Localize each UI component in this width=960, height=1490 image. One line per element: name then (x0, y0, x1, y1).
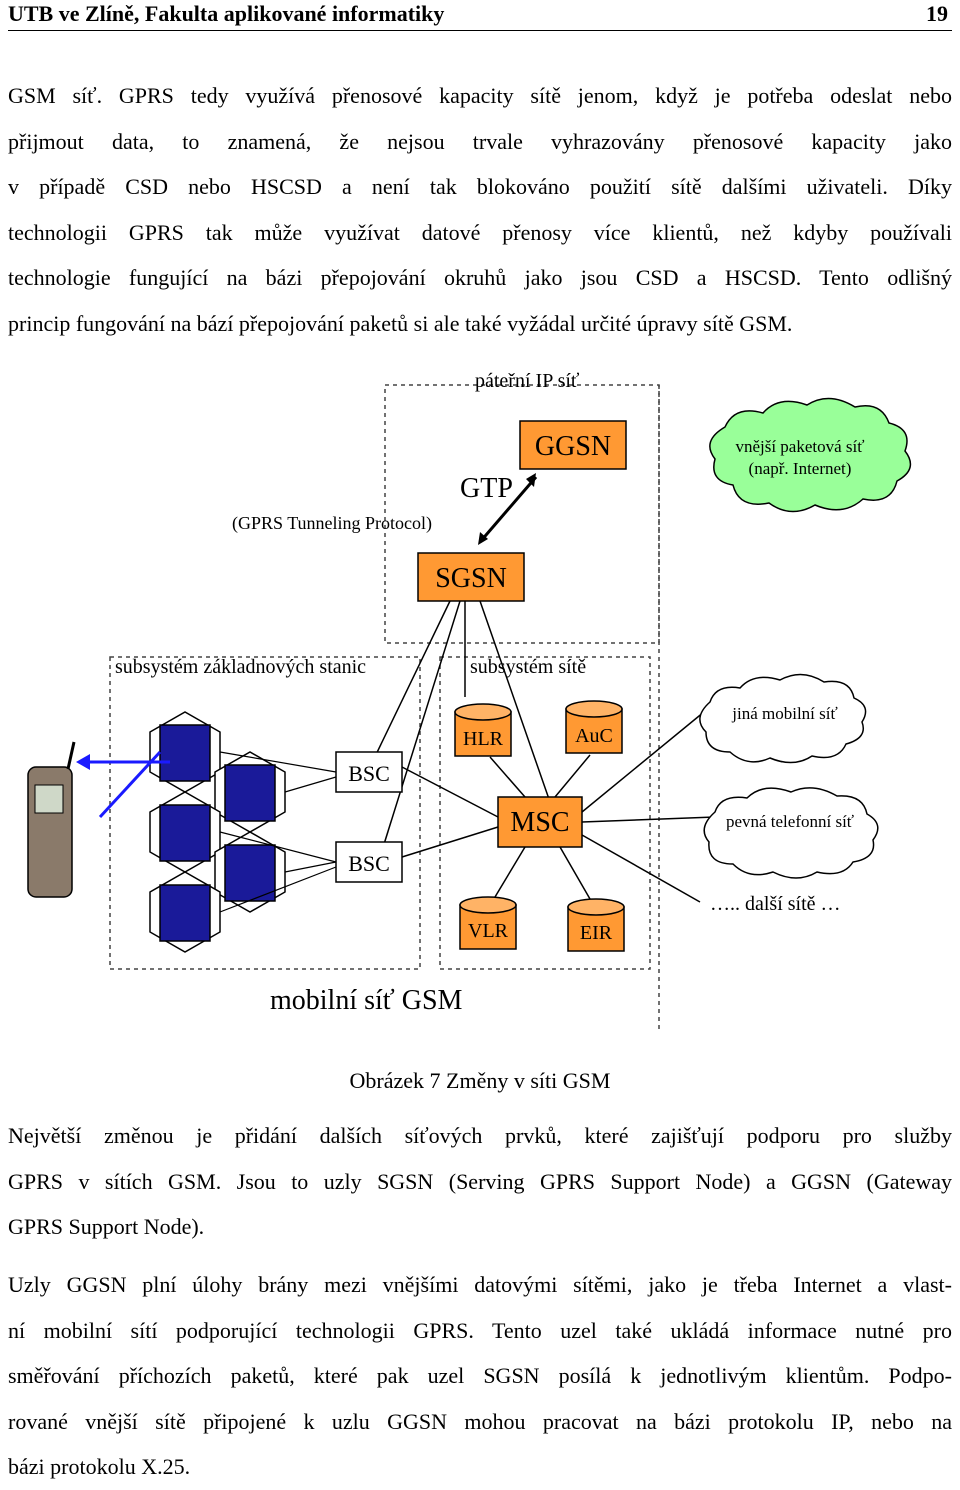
eir-label: EIR (580, 922, 613, 944)
other-networks-label: ….. další sítě … (710, 893, 841, 915)
fixed-network-cloud (703, 787, 879, 879)
external-cloud-line1: vnější paketová síť (735, 437, 864, 456)
ggsn-label: GGSN (535, 431, 611, 462)
nss-box (439, 656, 651, 970)
sgsn-node (417, 552, 525, 602)
figure-caption: Obrázek 7 Změny v síti GSM (349, 1068, 611, 1093)
vlr-label: VLR (468, 920, 509, 942)
backbone-label: páteřní IP síť (475, 370, 580, 392)
text-line: Největší změnou je přidání dalších síťov… (8, 1123, 952, 1148)
bsc-label-1: BSC (348, 761, 390, 786)
gsm-network-label: mobilní síť GSM (270, 985, 463, 1016)
paragraph-2: Největší změnou je přidání dalších síťov… (8, 1113, 952, 1250)
text-line: Uzly GGSN plní úlohy brány mezi vnějšími… (8, 1272, 952, 1297)
header-title: UTB ve Zlíně, Fakulta aplikované informa… (8, 1, 445, 26)
sgsn-label: SGSN (435, 563, 507, 594)
gsm-network-diagram: páteřní IP síť GGSN GTP (GPRS Tunneling … (10, 357, 955, 1037)
hlr-label: HLR (463, 728, 504, 750)
ggsn-node (519, 420, 627, 470)
bss-box (109, 656, 421, 970)
text-line: GPRS v sítích GSM. Jsou to uzly SGSN (Se… (8, 1168, 952, 1194)
gtp-full-label: (GPRS Tunneling Protocol) (232, 513, 432, 534)
nss-label: subsystém sítě (470, 656, 586, 678)
other-mobile-network-cloud (699, 673, 867, 764)
mobile-phone-icon (27, 741, 76, 898)
auc-node: AuC (565, 700, 623, 754)
external-network-cloud (709, 397, 912, 513)
text-line: GSM síť. GPRS tedy využívá přenosové kap… (8, 83, 952, 108)
text-line: princip fungování na bází přepojování pa… (8, 310, 793, 336)
bss-label: subsystém základnových stanic (115, 656, 366, 678)
gtp-label: GTP (460, 473, 513, 504)
eir-node: EIR (567, 898, 625, 952)
vlr-node: VLR (459, 896, 517, 950)
paragraph-3: Uzly GGSN plní úlohy brány mezi vnějšími… (8, 1262, 952, 1490)
bsc-label-2: BSC (348, 851, 390, 876)
bts-cells (149, 711, 286, 953)
text-line: GPRS Support Node). (8, 1214, 205, 1239)
paragraph-1: GSM síť. GPRS tedy využívá přenosové kap… (8, 73, 952, 346)
msc-node (497, 796, 583, 848)
text-line: rované vnější sítě připojené k uzlu GGSN… (8, 1408, 952, 1434)
text-line: přijmout data, to znamená, že nejsou trv… (8, 128, 952, 154)
other-mobile-network-label: jiná mobilní síť (731, 704, 838, 723)
msc-label: MSC (510, 807, 569, 838)
text-line: technologie fungující na bázi přepojován… (8, 265, 952, 290)
text-line: technologii GPRS tak může využívat datov… (8, 219, 952, 245)
text-line: ní mobilní sítí podporující technologii … (8, 1317, 952, 1343)
text-line: směřování příchozích paketů, které pak u… (8, 1363, 952, 1388)
text-line: v případě CSD nebo HSCSD a není tak blok… (8, 174, 952, 199)
auc-label: AuC (575, 725, 613, 747)
external-cloud-line2: (např. Internet) (749, 459, 852, 478)
page-header: UTB ve Zlíně, Fakulta aplikované informa… (8, 0, 952, 31)
fixed-network-label: pevná telefonní síť (726, 812, 854, 831)
text-line: bázi protokolu X.25. (8, 1454, 191, 1479)
hlr-node: HLR (454, 703, 512, 757)
page-number: 19 (926, 1, 948, 26)
